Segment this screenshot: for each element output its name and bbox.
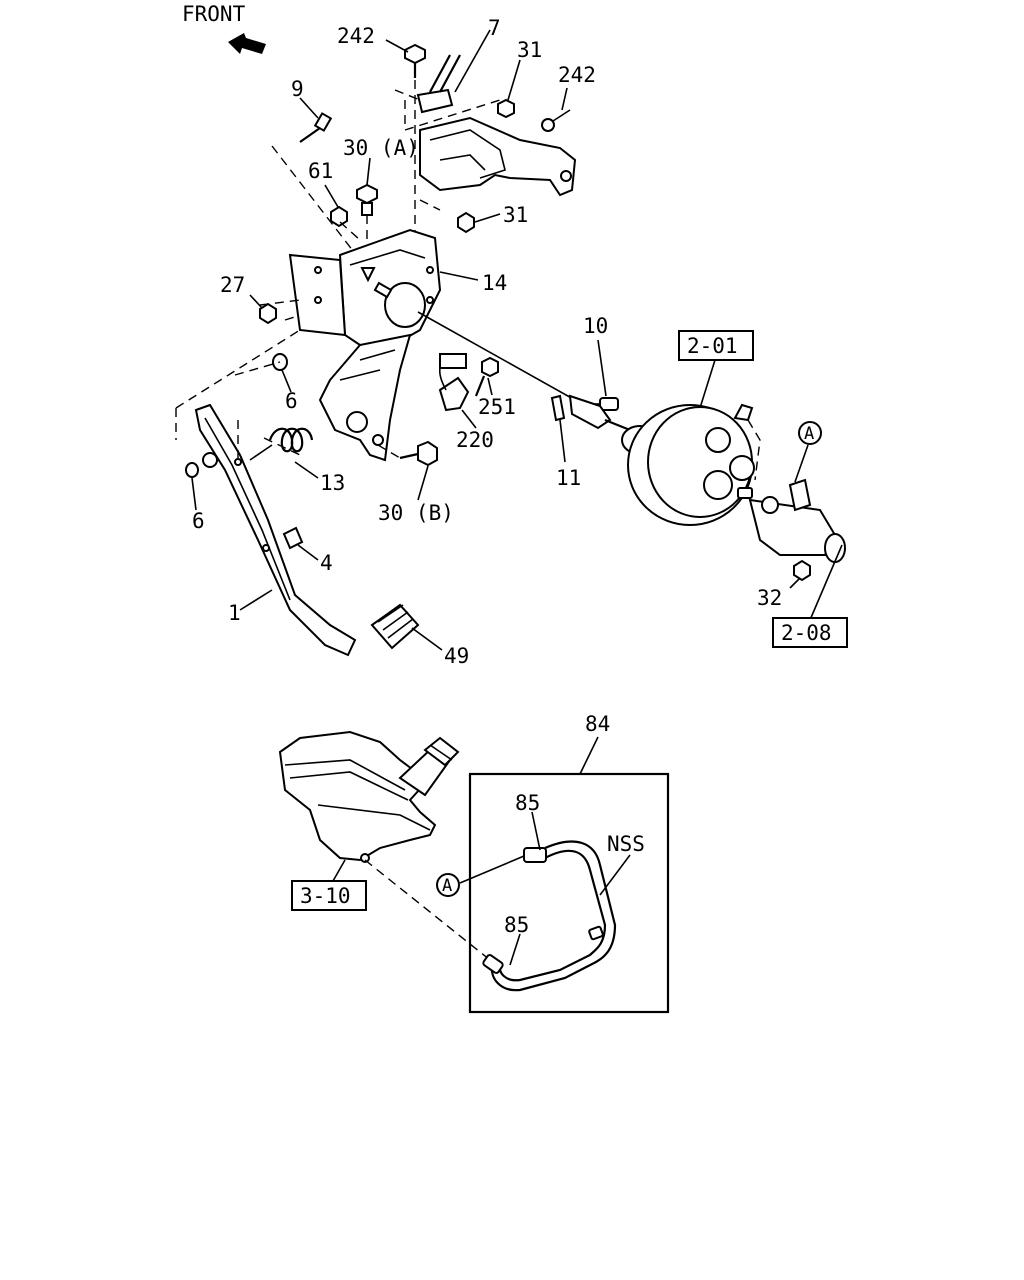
callout-6-upper: 6 — [285, 389, 298, 413]
callout-10: 10 — [583, 314, 608, 338]
front-arrow-icon — [228, 33, 266, 54]
ref-3-10-label: 3-10 — [300, 884, 351, 908]
callout-6-lower: 6 — [192, 509, 205, 533]
bushing-6-lower — [185, 462, 199, 478]
bolt-30b — [399, 440, 438, 467]
callout-nss: NSS — [607, 832, 645, 856]
callout-220: 220 — [456, 428, 494, 452]
callout-85-lower: 85 — [504, 913, 529, 937]
nut-31-lower — [457, 211, 475, 234]
callout-30b: 30 (B) — [378, 501, 454, 525]
bolt-242-top — [404, 43, 426, 78]
callout-27: 27 — [220, 273, 245, 297]
callout-251: 251 — [478, 395, 516, 419]
brake-pedal-arm — [194, 403, 357, 657]
ref-2-08-label: 2-08 — [781, 621, 832, 645]
nut-61 — [330, 205, 348, 228]
svg-text:A: A — [804, 424, 814, 444]
bolt-9 — [299, 112, 333, 143]
callout-31-top: 31 — [517, 38, 542, 62]
callout-1: 1 — [228, 601, 241, 625]
pin-10 — [594, 397, 619, 411]
pedal-bracket — [288, 228, 442, 462]
ref-box-2-08: 2-08 — [772, 617, 848, 648]
master-cylinder — [748, 478, 846, 563]
nut-31-top — [497, 98, 515, 119]
callout-30a: 30 (A) — [343, 136, 419, 160]
return-spring-13 — [249, 427, 314, 461]
callout-61: 61 — [308, 159, 333, 183]
front-label: FRONT — [182, 2, 246, 26]
bolt-251 — [474, 356, 499, 397]
callout-7: 7 — [488, 16, 501, 40]
ref-2-01-label: 2-01 — [687, 334, 738, 358]
callout-242-right: 242 — [558, 63, 596, 87]
callout-11: 11 — [556, 466, 581, 490]
stop-lamp-switch-220 — [438, 353, 470, 412]
callout-84: 84 — [585, 712, 610, 736]
svg-text:A: A — [442, 876, 452, 896]
bolt-30a — [356, 183, 378, 216]
upper-bracket — [416, 54, 577, 197]
ref-box-2-01: 2-01 — [678, 330, 754, 361]
reservoir-hose — [482, 840, 617, 992]
nut-27 — [259, 302, 277, 325]
hose-box-84 — [468, 772, 670, 1014]
callout-242-top: 242 — [337, 24, 375, 48]
clip-4 — [282, 526, 304, 550]
marker-a-upper: A — [798, 421, 822, 445]
nut-32 — [793, 559, 811, 582]
pedal-pad-49 — [370, 603, 420, 650]
callout-31-lower: 31 — [503, 203, 528, 227]
marker-a-lower: A — [436, 873, 460, 897]
callout-32: 32 — [757, 586, 782, 610]
ref-box-3-10: 3-10 — [291, 880, 367, 911]
callout-49: 49 — [444, 644, 469, 668]
callout-14: 14 — [482, 271, 507, 295]
brake-booster — [621, 403, 755, 526]
callout-4: 4 — [320, 551, 333, 575]
callout-85-upper: 85 — [515, 791, 540, 815]
clip-11 — [550, 394, 566, 422]
fluid-reservoir — [278, 730, 460, 863]
callout-13: 13 — [320, 471, 345, 495]
callout-9: 9 — [291, 77, 304, 101]
